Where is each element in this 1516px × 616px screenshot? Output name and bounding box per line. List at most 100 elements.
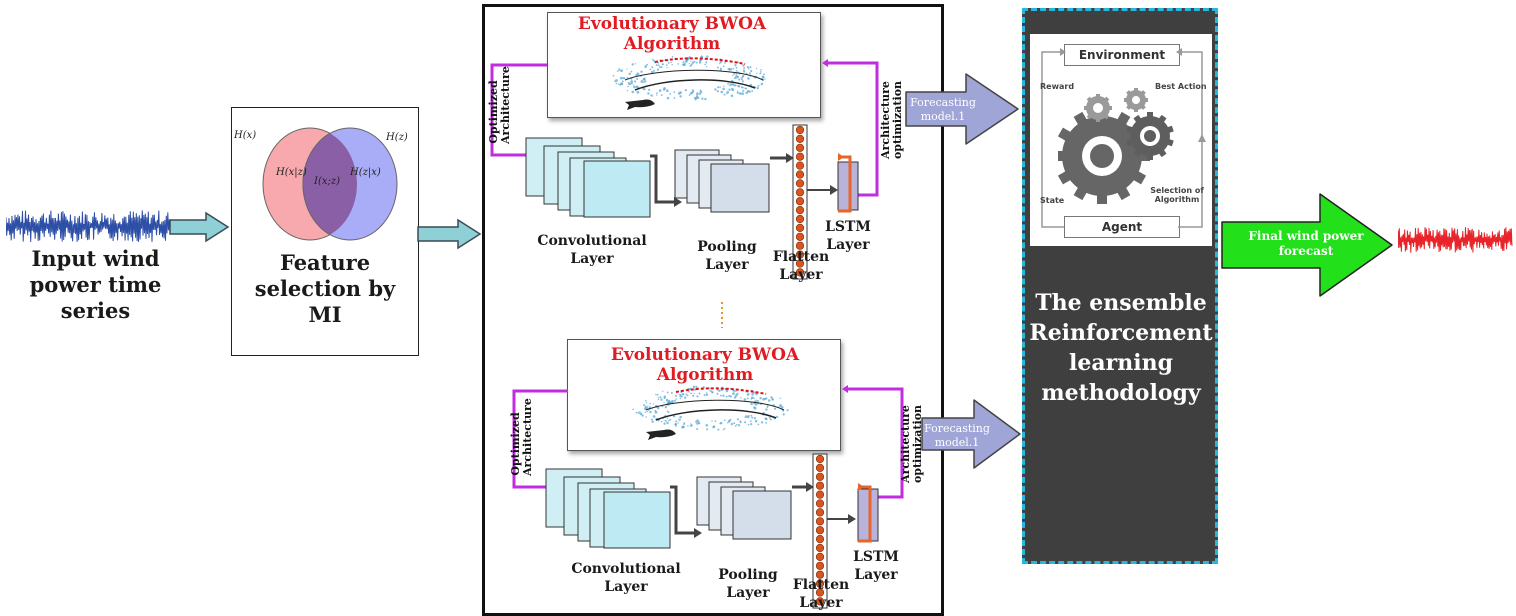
pool-label-2: Pooling Layer	[713, 566, 783, 602]
neuron	[815, 570, 825, 579]
bubble	[745, 87, 748, 90]
gear-tooth	[1166, 125, 1174, 134]
bubble	[679, 393, 681, 396]
pool-label-1: Pooling Layer	[692, 238, 762, 274]
bubble	[649, 402, 651, 405]
bubble	[729, 84, 731, 87]
bubble	[708, 387, 711, 390]
gear-tooth	[1097, 194, 1107, 204]
bubble	[747, 398, 749, 400]
bubble	[645, 406, 648, 410]
bubble	[614, 80, 616, 82]
bubble	[667, 61, 670, 64]
bubble	[735, 69, 738, 72]
gear-tooth	[1058, 127, 1072, 142]
bubble	[681, 392, 685, 396]
optimized-arch-1-line-2: Architecture	[499, 66, 512, 144]
neuron	[795, 125, 805, 135]
bubble	[653, 69, 655, 72]
bubble	[632, 84, 635, 86]
input-label-line-1: Input wind	[31, 246, 160, 271]
bubble	[697, 422, 701, 425]
gear-tooth	[1058, 151, 1064, 161]
bubble	[612, 74, 615, 77]
bubble	[717, 86, 720, 89]
flatten-label-2: Flatten Layer	[786, 576, 856, 612]
bubble	[719, 67, 722, 70]
gear-tooth	[1084, 106, 1088, 110]
bubble	[725, 92, 728, 95]
bubble	[690, 60, 692, 63]
bubble	[684, 396, 687, 399]
bubble	[650, 94, 653, 97]
rl-selection-line-2: Algorithm	[1154, 195, 1200, 204]
bubble	[655, 393, 657, 396]
bubble	[660, 420, 663, 423]
bubble	[742, 75, 745, 77]
bubble	[717, 428, 720, 431]
bubble	[692, 394, 695, 397]
bubble	[742, 89, 745, 92]
rl-selection-line-1: Selection of	[1150, 186, 1204, 195]
bubble	[740, 78, 743, 81]
bubble	[660, 94, 663, 97]
bubble	[722, 65, 725, 68]
bubble	[757, 84, 760, 87]
neuron	[815, 508, 825, 517]
venn-diagram	[262, 127, 398, 241]
bubble	[646, 63, 648, 66]
bubble	[750, 414, 753, 417]
bubble	[732, 74, 734, 77]
bubble	[736, 423, 738, 426]
bubble	[679, 419, 682, 421]
arrow-input-to-fs	[169, 211, 230, 243]
neuron	[795, 241, 805, 250]
gear-tooth	[1116, 186, 1131, 201]
bubble	[636, 90, 640, 94]
bubble	[698, 61, 701, 64]
bubble	[782, 413, 785, 416]
bubble	[750, 396, 754, 400]
bubble	[734, 64, 737, 67]
bubble	[651, 420, 654, 423]
bubble	[731, 88, 735, 92]
rl-environment-box: Environment	[1064, 44, 1180, 66]
bubble	[732, 392, 735, 395]
bubble	[658, 89, 662, 92]
bubble	[742, 86, 744, 89]
bubble	[723, 419, 726, 421]
bubble	[775, 415, 779, 419]
bubble	[678, 420, 680, 422]
bubble	[712, 425, 716, 429]
forecast-label-1-line-1: Forecasting	[910, 96, 976, 109]
bubble	[743, 67, 746, 70]
bubble	[730, 422, 734, 426]
bubble	[626, 68, 628, 70]
bubble	[640, 70, 643, 73]
bubble	[742, 64, 745, 67]
bubble	[750, 422, 753, 426]
bubble	[622, 76, 625, 80]
bubble	[661, 405, 664, 408]
input-waveform	[6, 210, 171, 242]
bubble	[757, 423, 760, 426]
bubble	[670, 61, 672, 64]
bubble	[736, 90, 739, 92]
bubble	[748, 68, 750, 70]
bubble	[680, 395, 682, 397]
bubble	[648, 406, 651, 408]
gear-tooth	[1134, 108, 1138, 112]
bubble	[693, 60, 696, 63]
bubble	[654, 409, 657, 412]
bubble	[724, 62, 726, 64]
fs-label-line-3: MI	[308, 302, 342, 327]
bubble	[735, 390, 737, 393]
bubble	[699, 89, 702, 92]
pool-label-1-line-1: Pooling	[697, 239, 757, 255]
bubble	[748, 72, 751, 75]
gear-tooth	[1140, 104, 1146, 110]
bubble	[641, 414, 644, 417]
bubble	[632, 408, 635, 411]
bubble	[627, 81, 629, 84]
output-signal	[1398, 227, 1513, 253]
